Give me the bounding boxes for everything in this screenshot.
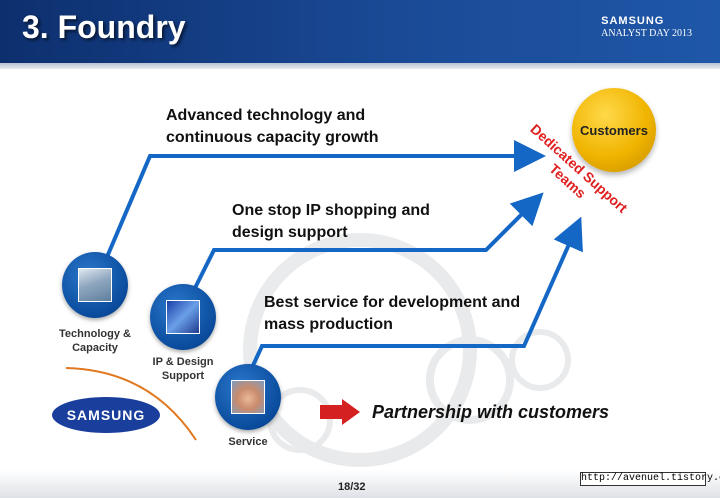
statement-service: Best service for development and mass pr… (264, 294, 521, 333)
statement-ip: One stop IP shopping and design support (232, 202, 430, 241)
factory-photo-icon (78, 268, 112, 302)
ip-circle (150, 284, 216, 350)
background-watermark (243, 233, 571, 467)
page-number: 18/32 (338, 481, 366, 493)
arrow-tech (102, 140, 546, 265)
brand-line-1: SAMSUNG (601, 15, 665, 27)
arrow-ip (190, 192, 544, 295)
page-title: 3. Foundry (22, 9, 186, 45)
url-badge: http://avenuel.tistory.com (580, 472, 720, 486)
partnership-text: Partnership with customers (372, 402, 610, 422)
customers-circle: Customers (572, 88, 656, 172)
handshake-photo-icon (231, 380, 265, 414)
label-ip: IP & Design Support (152, 356, 214, 382)
label-service: Service (228, 436, 268, 448)
statement-tech: Advanced technology and continuous capac… (166, 107, 379, 146)
label-tech: Technology & Capacity (59, 328, 131, 354)
service-circle (215, 364, 281, 430)
header-brand: SAMSUNG ANALYST DAY 2013 (601, 15, 692, 39)
header-divider (0, 63, 720, 69)
samsung-logo: SAMSUNG (52, 397, 160, 433)
arrow-service (248, 216, 583, 373)
chip-photo-icon (166, 300, 200, 334)
tech-circle (62, 252, 128, 318)
red-arrow-icon (320, 399, 360, 425)
brand-line-2: ANALYST DAY 2013 (601, 28, 692, 39)
orange-curve (65, 367, 197, 441)
header-bar (0, 0, 720, 63)
